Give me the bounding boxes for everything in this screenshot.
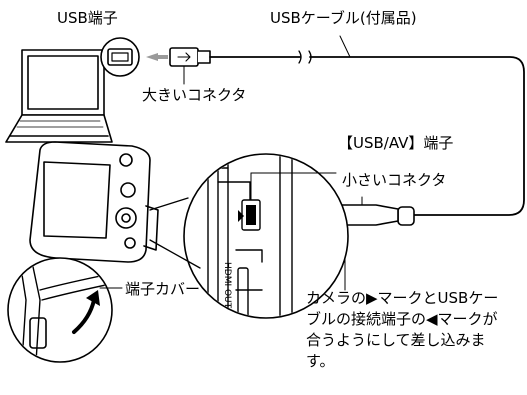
usb-port-icon xyxy=(100,37,140,77)
usb-cable xyxy=(209,56,525,216)
port-closeup xyxy=(183,153,349,319)
insert-arrow-left xyxy=(146,53,158,61)
label-port-cover: 端子カバー xyxy=(125,280,201,298)
ferrite-core xyxy=(397,206,415,226)
label-small-connector: 小さいコネクタ xyxy=(342,171,447,189)
laptop-icon xyxy=(5,49,113,143)
label-usb-av-port: 【USB/AV】端子 xyxy=(338,134,454,152)
label-hdmi-out: HDMI OUT xyxy=(222,262,232,309)
large-connector-icon xyxy=(169,47,211,85)
instruction-note: カメラの▶マークとUSBケーブルの接続端子の◀マークが合うようにして差し込みます… xyxy=(306,289,499,370)
label-usb-port: USB端子 xyxy=(57,9,118,27)
label-usb-cable: USBケーブル(付属品) xyxy=(270,9,417,27)
camera-icon xyxy=(29,141,159,263)
port-cover-closeup xyxy=(7,257,113,363)
zoom-lines xyxy=(149,197,201,269)
label-large-connector: 大きいコネクタ xyxy=(142,86,247,104)
